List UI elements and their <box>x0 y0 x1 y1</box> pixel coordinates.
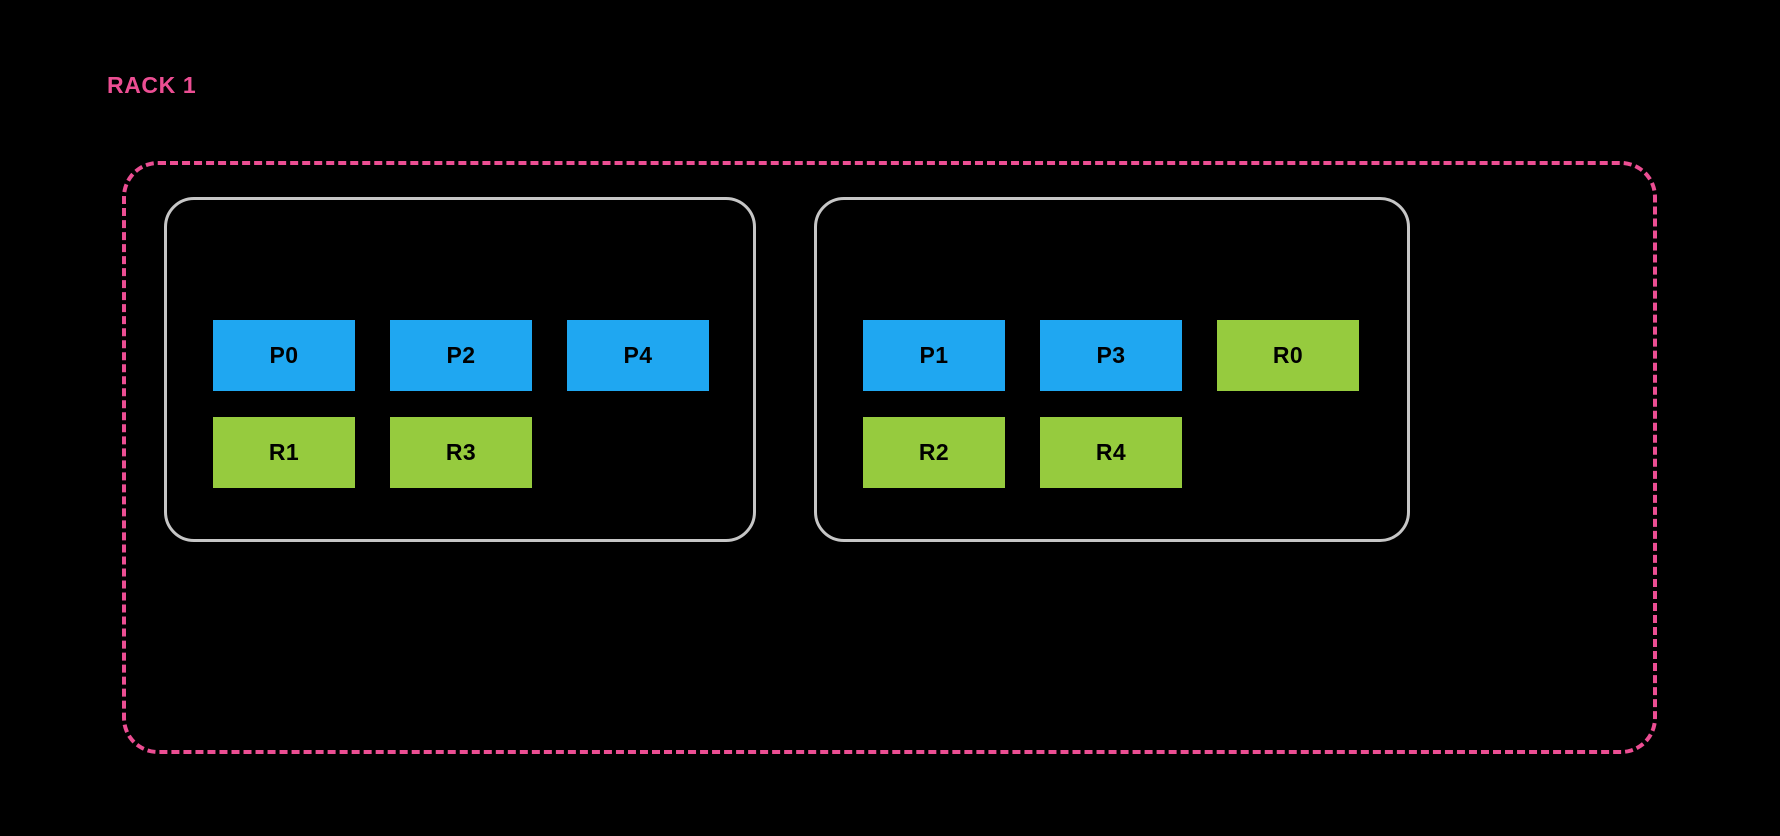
slot-p3[interactable]: P3 <box>1040 320 1182 391</box>
slot-p2[interactable]: P2 <box>390 320 532 391</box>
slot-r4[interactable]: R4 <box>1040 417 1182 488</box>
slot-empty-node-1 <box>1217 417 1359 488</box>
rack-label: RACK 1 <box>107 72 197 98</box>
slot-empty-node-0 <box>567 417 709 488</box>
slot-r1[interactable]: R1 <box>213 417 355 488</box>
slot-p1[interactable]: P1 <box>863 320 1005 391</box>
slot-p0[interactable]: P0 <box>213 320 355 391</box>
slot-grid-node-0: P0 P2 P4 R1 R3 <box>213 320 709 488</box>
slot-row: P0 P2 P4 <box>213 320 709 391</box>
node-panel-0: P0 P2 P4 R1 R3 <box>164 197 756 542</box>
slot-r2[interactable]: R2 <box>863 417 1005 488</box>
slot-row: R1 R3 <box>213 417 709 488</box>
slot-row: P1 P3 R0 <box>863 320 1359 391</box>
slot-grid-node-1: P1 P3 R0 R2 R4 <box>863 320 1359 488</box>
rack-boundary <box>122 161 1657 754</box>
slot-p4[interactable]: P4 <box>567 320 709 391</box>
slot-row: R2 R4 <box>863 417 1359 488</box>
node-panel-1: P1 P3 R0 R2 R4 <box>814 197 1410 542</box>
slot-r0[interactable]: R0 <box>1217 320 1359 391</box>
slot-r3[interactable]: R3 <box>390 417 532 488</box>
